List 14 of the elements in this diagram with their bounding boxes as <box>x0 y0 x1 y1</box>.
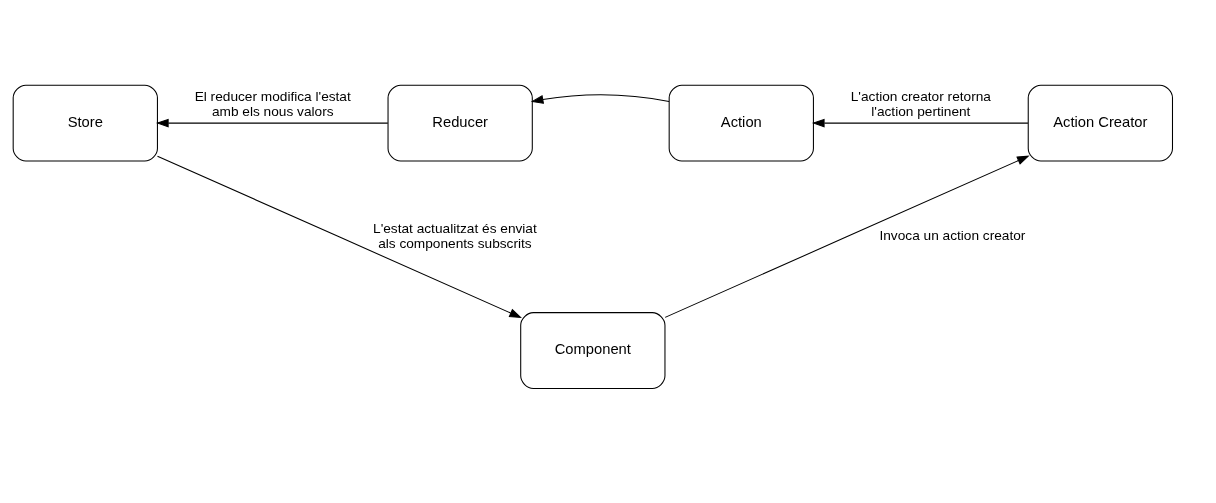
node-box: Action <box>668 84 814 162</box>
arrow <box>811 118 1029 128</box>
arrow <box>664 155 1030 318</box>
edge-label: Invoca un action creator <box>879 227 1026 243</box>
edge-label: L'estat actualitzat és enviat als components subscrits <box>373 220 537 251</box>
arrow <box>156 118 389 128</box>
node-box: Action Creator <box>1027 84 1173 162</box>
arrow <box>530 93 670 104</box>
arrow <box>156 155 522 318</box>
edge-label: L'action creator retorna l'action pertinent <box>850 88 991 119</box>
edge-label: El reducer modifica l'estat amb els nous valors <box>194 88 351 119</box>
node-box: Store <box>12 84 158 162</box>
node-box: Component <box>520 311 666 389</box>
node-box: Reducer <box>387 84 533 162</box>
